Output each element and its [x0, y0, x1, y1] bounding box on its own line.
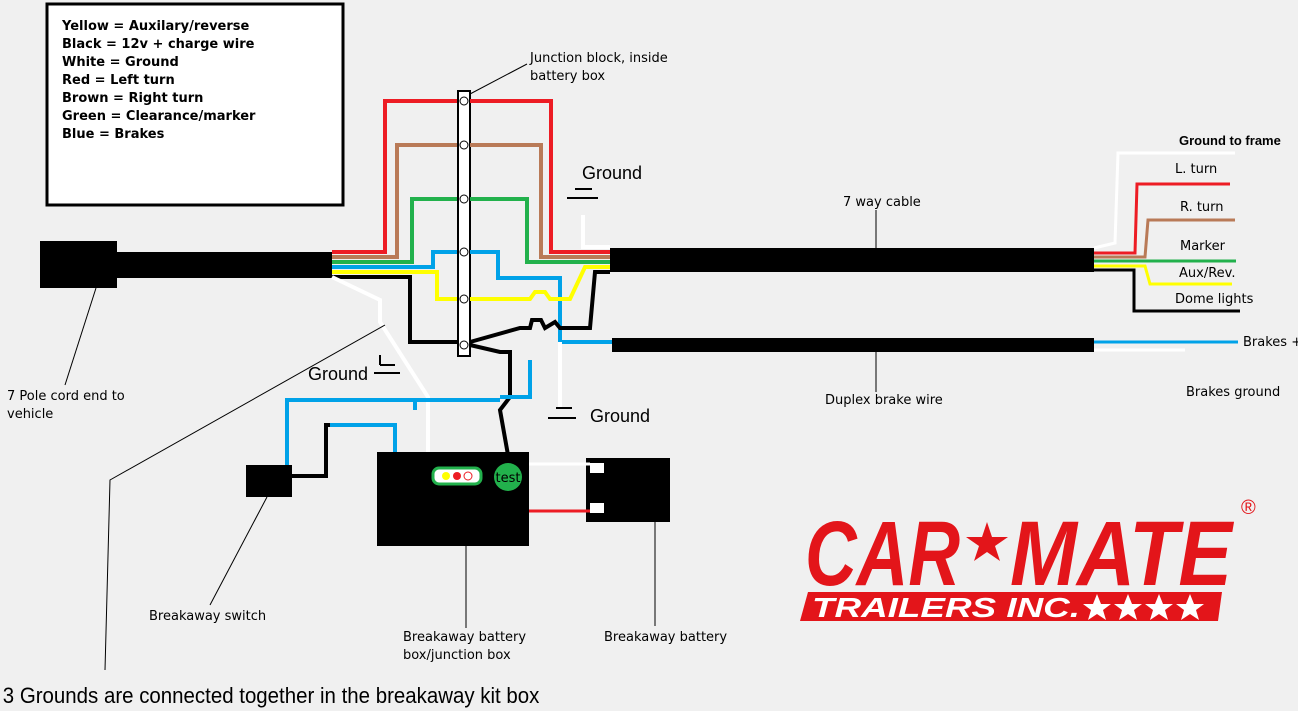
pole-cord-label-line2: vehicle	[7, 407, 53, 422]
breakaway-box-label-line2: box/junction box	[403, 648, 511, 663]
marker-label: Marker	[1180, 239, 1226, 254]
junction-out-wires	[469, 99, 612, 456]
test-label: test	[496, 471, 521, 486]
right-side-wires	[1093, 151, 1240, 352]
legend-entry: Green = Clearance/marker	[62, 109, 256, 124]
legend-entry: Red = Left turn	[62, 73, 175, 88]
dome-lights-label: Dome lights	[1175, 292, 1254, 307]
aux-rev-label: Aux/Rev.	[1179, 266, 1235, 281]
seven-way-cable	[610, 248, 1094, 272]
brakes-plus-label: Brakes +	[1243, 335, 1298, 350]
logo-car-text: CAR	[805, 503, 960, 605]
breakaway-box: test	[377, 360, 532, 546]
legend-box: Yellow = Auxilary/reverse Black = 12v + …	[45, 2, 345, 207]
r-turn-label: R. turn	[1180, 200, 1224, 215]
legend-entry: White = Ground	[62, 55, 179, 70]
seven-way-cable-label: 7 way cable	[843, 195, 921, 210]
junction-block	[457, 90, 471, 357]
l-turn-label: L. turn	[1175, 162, 1217, 177]
breakaway-battery-label: Breakaway battery	[604, 630, 727, 645]
ground-symbols	[374, 188, 598, 419]
legend-entry: Blue = Brakes	[62, 127, 165, 142]
junction-block-label-line2: battery box	[530, 69, 605, 84]
cord-wires	[331, 99, 463, 455]
car-mate-logo: CAR MATE ® TRAILERS INC.	[800, 497, 1256, 623]
brakes-ground-label: Brakes ground	[1186, 385, 1280, 400]
breakaway-switch-label: Breakaway switch	[149, 609, 266, 624]
breakaway-box-label-line1: Breakaway battery	[403, 630, 526, 645]
logo-star-icon	[966, 522, 1008, 561]
seven-pole-plug	[40, 241, 332, 288]
legend-entry: Brown = Right turn	[62, 91, 203, 106]
ground-to-frame-label: Ground to frame	[1179, 133, 1281, 148]
breakaway-battery	[529, 458, 670, 522]
ground-top-label: Ground	[582, 163, 642, 183]
logo-mate-text: MATE	[1010, 503, 1234, 605]
junction-block-label-line1: Junction block, inside	[529, 51, 668, 66]
footer-note: 3 Grounds are connected together in the …	[3, 683, 540, 708]
legend-entry: Black = 12v + charge wire	[62, 37, 255, 52]
pole-cord-label-line1: 7 Pole cord end to	[7, 389, 125, 404]
logo-registered-mark: ®	[1241, 497, 1256, 519]
logo-stars-icon	[1083, 594, 1204, 620]
duplex-brake-wire-label: Duplex brake wire	[825, 393, 943, 408]
logo-trailers-text: TRAILERS INC.	[812, 592, 1080, 623]
pointer-lines	[64, 63, 877, 671]
legend-entry: Yellow = Auxilary/reverse	[61, 19, 250, 34]
ground-left-label: Ground	[308, 364, 368, 384]
duplex-brake-wire	[612, 338, 1094, 352]
ground-mid-label: Ground	[590, 406, 650, 426]
